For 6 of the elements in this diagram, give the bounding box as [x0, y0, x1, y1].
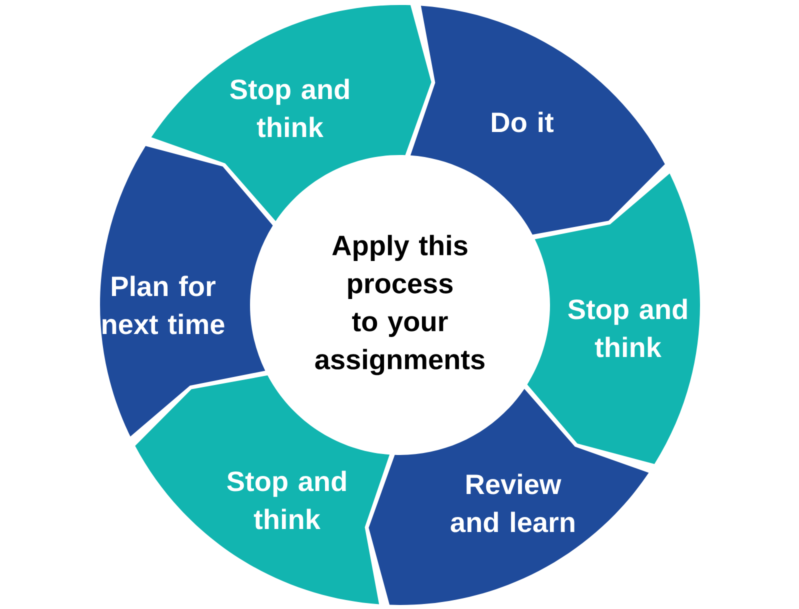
cycle-segment: Stop and think [527, 173, 700, 464]
cycle-segment: Plan for next time [100, 146, 273, 436]
cycle-segment: Stop and think [151, 5, 432, 222]
cycle-segment: Review and learn [368, 388, 649, 605]
cycle-segment: Stop and think [135, 375, 390, 604]
cycle-segment: Do it [410, 6, 665, 235]
